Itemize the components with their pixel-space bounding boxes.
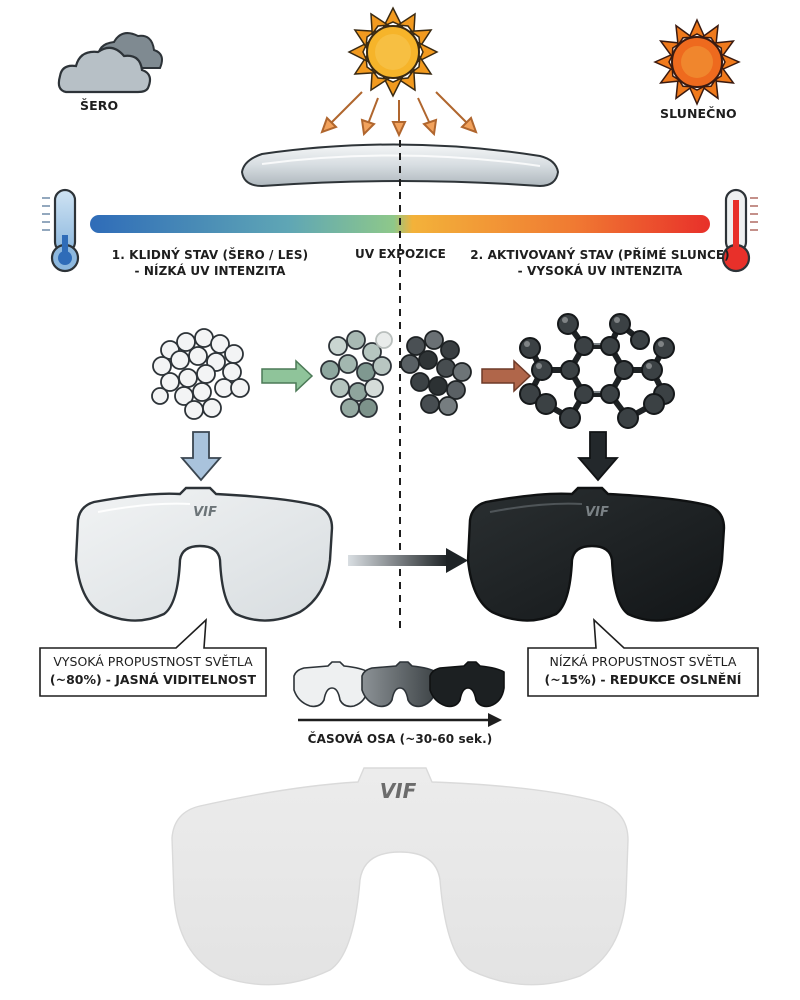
state1-label: 1. KLIDNÝ STAV (ŠERO / LES) - NÍZKÁ UV I… bbox=[100, 247, 320, 279]
mini-lens-dark bbox=[429, 661, 505, 708]
callout-left-line2: (~80%) - JASNÁ VIDITELNOST bbox=[44, 671, 262, 689]
callout-left-emphasis: - JASNÁ VIDITELNOST bbox=[105, 672, 257, 687]
molecule-cluster-clear bbox=[151, 328, 250, 420]
molecule-cluster-transition bbox=[320, 330, 393, 418]
callout-left-value: (~80%) bbox=[49, 672, 102, 687]
state1-line1: 1. KLIDNÝ STAV (ŠERO / LES) bbox=[111, 248, 309, 262]
callout-right-text: NÍZKÁ PROPUSTNOST SVĚTLA (~15%) - REDUKC… bbox=[532, 653, 754, 689]
uv-exposure-label: UV EXPOZICE bbox=[355, 247, 446, 261]
callout-left-line1: VYSOKÁ PROPUSTNOST SVĚTLA bbox=[53, 654, 253, 669]
uv-ray-arrows bbox=[320, 91, 478, 138]
lens-side-view bbox=[240, 143, 560, 188]
down-arrow-dark bbox=[577, 431, 619, 482]
time-axis-label: ČASOVÁ OSA (~30-60 sek.) bbox=[307, 732, 493, 746]
mini-lens-clear bbox=[293, 661, 369, 708]
hot-thermometer-icon bbox=[721, 188, 758, 273]
callout-right-emphasis: - REDUKCE OSLNĚNÍ bbox=[600, 672, 742, 687]
callout-right-line1: NÍZKÁ PROPUSTNOST SVĚTLA bbox=[549, 654, 737, 669]
dark-lens bbox=[466, 486, 726, 622]
state2-line2: - VYSOKÁ UV INTENZITA bbox=[517, 264, 683, 278]
cloud-icon bbox=[57, 32, 163, 94]
dark-lens-logo: VIF bbox=[585, 505, 609, 520]
green-transition-arrow bbox=[261, 359, 314, 393]
clear-lens-logo: VIF bbox=[193, 505, 217, 520]
time-axis-arrow bbox=[298, 713, 502, 727]
cloud-label: ŠERO bbox=[80, 98, 119, 113]
molecule-cluster-darkening bbox=[400, 330, 472, 416]
callout-right-value: (~15%) bbox=[544, 672, 597, 687]
large-lens bbox=[171, 767, 629, 986]
callout-right-line2: (~15%) - REDUKCE OSLNĚNÍ bbox=[532, 671, 754, 689]
lens-transition-arrow bbox=[348, 548, 468, 573]
sun-label: SLUNEČNO bbox=[660, 106, 737, 121]
down-arrow-clear bbox=[180, 431, 222, 482]
callout-left-text: VYSOKÁ PROPUSTNOST SVĚTLA (~80%) - JASNÁ… bbox=[44, 653, 262, 689]
brown-transition-arrow bbox=[481, 359, 532, 393]
sun-icon bbox=[347, 6, 439, 98]
svg-text:VIF: VIF bbox=[193, 505, 217, 520]
state1-line2: - NÍZKÁ UV INTENZITA bbox=[134, 264, 286, 278]
mini-lens-medium bbox=[361, 661, 437, 708]
svg-text:VIF: VIF bbox=[585, 505, 609, 520]
callout-right-box bbox=[527, 618, 759, 697]
cold-thermometer-icon bbox=[42, 188, 80, 273]
hot-sun-icon bbox=[653, 18, 741, 106]
callout-left-box bbox=[39, 618, 267, 697]
clear-lens bbox=[74, 486, 334, 622]
large-lens-logo: VIF bbox=[380, 779, 417, 803]
svg-text:VIF: VIF bbox=[380, 779, 417, 803]
state2-label: 2. AKTIVOVANÝ STAV (PŘÍMÉ SLUNCE) - VYSO… bbox=[470, 247, 730, 279]
molecule-network-activated bbox=[519, 313, 675, 429]
state2-line1: 2. AKTIVOVANÝ STAV (PŘÍMÉ SLUNCE) bbox=[470, 248, 730, 262]
